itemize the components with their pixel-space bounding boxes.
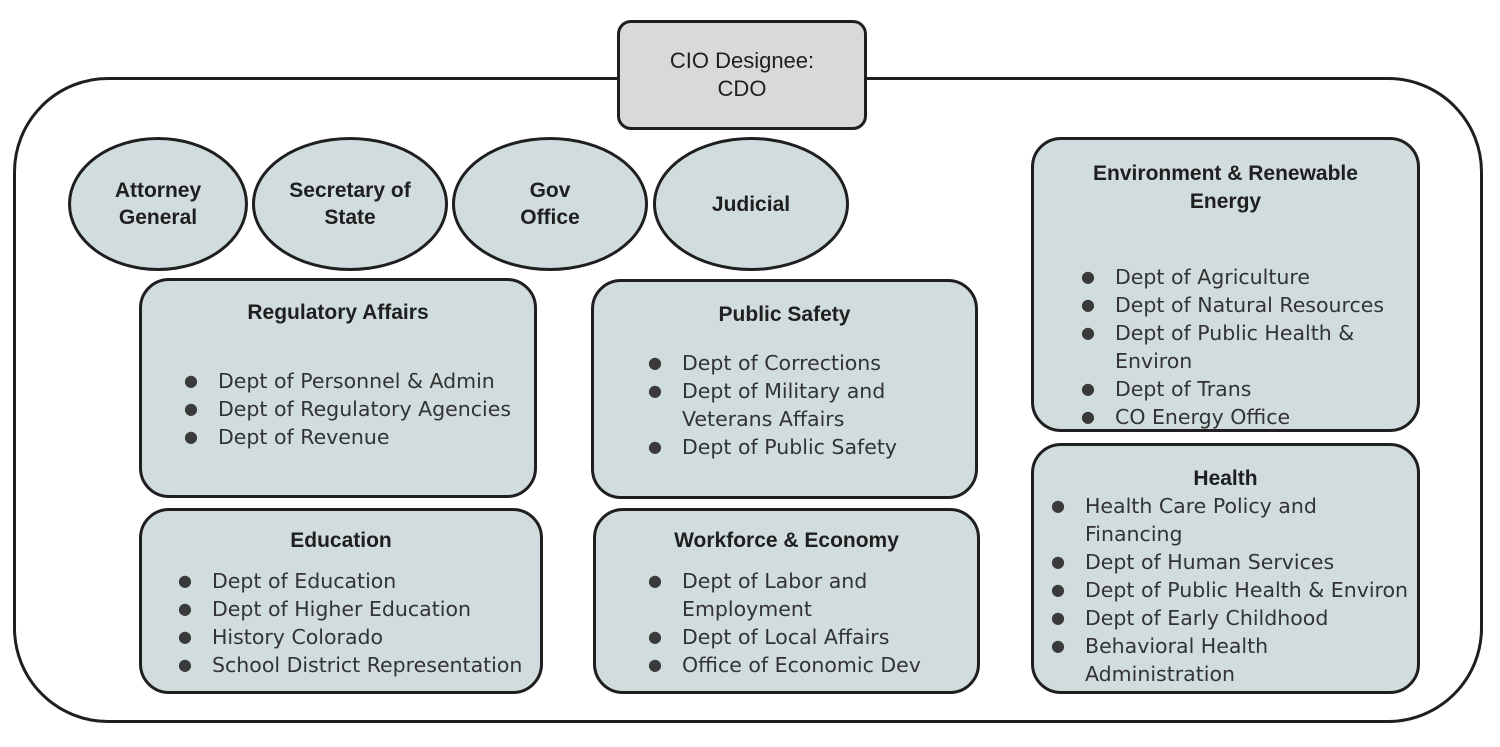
list-item: ●Dept of Local Affairs bbox=[648, 625, 890, 649]
list-item: ●Dept of Public Health & Environ bbox=[1081, 321, 1355, 373]
list-item: ●Dept of Human Services bbox=[1051, 550, 1335, 574]
list-item: ●Dept of Labor and Employment bbox=[648, 569, 868, 621]
bullet-icon: ● bbox=[1051, 552, 1065, 571]
list-item: ●Health Care Policy and Financing bbox=[1051, 494, 1317, 546]
list-item: ●Dept of Revenue bbox=[184, 425, 390, 449]
education-group: Education ●Dept of Education ●Dept of Hi… bbox=[139, 508, 543, 694]
bullet-icon: ● bbox=[1051, 636, 1065, 655]
education-list: ●Dept of Education ●Dept of Higher Educa… bbox=[178, 567, 542, 679]
bullet-icon: ● bbox=[648, 627, 662, 646]
workforce-economy-title: Workforce & Economy bbox=[674, 529, 899, 552]
list-item: ●Dept of Early Childhood bbox=[1051, 606, 1329, 630]
list-item: ●Dept of Public Health & Environ bbox=[1051, 578, 1409, 602]
list-item: ●Dept of Trans bbox=[1081, 377, 1252, 401]
workforce-economy-group: Workforce & Economy ●Dept of Labor and E… bbox=[593, 508, 980, 694]
public-safety-title: Public Safety bbox=[718, 303, 851, 326]
list-item: ●Dept of Education bbox=[178, 569, 397, 593]
bullet-icon: ● bbox=[184, 427, 198, 446]
environment-renewable-energy-title: Environment & Renewable Energy bbox=[1093, 162, 1358, 213]
bullet-icon: ● bbox=[648, 437, 662, 456]
workforce-economy-list: ●Dept of Labor and Employment ●Dept of L… bbox=[648, 567, 972, 679]
bullet-icon: ● bbox=[648, 655, 662, 674]
cio-designee-label: CIO Designee: bbox=[669, 48, 815, 73]
bullet-icon: ● bbox=[648, 353, 662, 372]
list-item: ●Office of Economic Dev bbox=[648, 653, 921, 677]
health-group: Health ●Health Care Policy and Financing… bbox=[1031, 443, 1420, 694]
bullet-icon: ● bbox=[1051, 580, 1065, 599]
list-item: ●CO Energy Office bbox=[1081, 405, 1291, 429]
list-item: ●Dept of Agriculture bbox=[1081, 265, 1310, 289]
regulatory-affairs-title: Regulatory Affairs bbox=[247, 301, 429, 324]
public-safety-group: Public Safety ●Dept of Corrections ●Dept… bbox=[591, 279, 978, 499]
gov-office-label: Gov Office bbox=[520, 179, 580, 229]
environment-renewable-energy-list: ●Dept of Agriculture ●Dept of Natural Re… bbox=[1081, 263, 1415, 431]
bullet-icon: ● bbox=[1081, 267, 1095, 286]
list-item: ●History Colorado bbox=[178, 625, 384, 649]
attorney-general-node: Attorney General bbox=[68, 137, 248, 271]
list-item: ●Dept of Natural Resources bbox=[1081, 293, 1385, 317]
list-item: ●Dept of Corrections bbox=[648, 351, 881, 375]
bullet-icon: ● bbox=[178, 655, 192, 674]
bullet-icon: ● bbox=[184, 371, 198, 390]
list-item: ●Dept of Personnel & Admin bbox=[184, 369, 495, 393]
cio-designee-value: CDO bbox=[717, 76, 767, 101]
list-item: ●Behavioral Health Administration bbox=[1051, 634, 1269, 686]
bullet-icon: ● bbox=[1081, 407, 1095, 426]
judicial-label: Judicial bbox=[711, 192, 791, 216]
environment-renewable-energy-group: Environment & Renewable Energy ●Dept of … bbox=[1031, 137, 1420, 432]
cio-designee-node: CIO Designee: CDO bbox=[617, 20, 867, 130]
bullet-icon: ● bbox=[184, 399, 198, 418]
bullet-icon: ● bbox=[1081, 323, 1095, 342]
list-item: ●Dept of Regulatory Agencies bbox=[184, 397, 511, 421]
health-list: ●Health Care Policy and Financing ●Dept … bbox=[1051, 492, 1420, 688]
bullet-icon: ● bbox=[178, 571, 192, 590]
attorney-general-label: Attorney General bbox=[114, 179, 202, 229]
secretary-of-state-node: Secretary of State bbox=[252, 137, 448, 271]
bullet-icon: ● bbox=[1051, 608, 1065, 627]
bullet-icon: ● bbox=[178, 627, 192, 646]
bullet-icon: ● bbox=[178, 599, 192, 618]
judicial-node: Judicial bbox=[653, 137, 849, 271]
regulatory-affairs-list: ●Dept of Personnel & Admin ●Dept of Regu… bbox=[184, 367, 528, 451]
health-title: Health bbox=[1193, 467, 1258, 490]
bullet-icon: ● bbox=[1081, 295, 1095, 314]
bullet-icon: ● bbox=[648, 571, 662, 590]
public-safety-list: ●Dept of Corrections ●Dept of Military a… bbox=[648, 349, 972, 461]
list-item: ●Dept of Higher Education bbox=[178, 597, 471, 621]
gov-office-node: Gov Office bbox=[452, 137, 648, 271]
bullet-icon: ● bbox=[1081, 379, 1095, 398]
list-item: ●School District Representation bbox=[178, 653, 523, 677]
list-item: ●Dept of Military and Veterans Affairs bbox=[648, 379, 886, 431]
education-title: Education bbox=[290, 529, 392, 552]
secretary-of-state-label: Secretary of State bbox=[289, 179, 411, 229]
regulatory-affairs-group: Regulatory Affairs ●Dept of Personnel & … bbox=[139, 278, 537, 498]
list-item: ●Dept of Public Safety bbox=[648, 435, 897, 459]
bullet-icon: ● bbox=[1051, 496, 1065, 515]
bullet-icon: ● bbox=[648, 381, 662, 400]
